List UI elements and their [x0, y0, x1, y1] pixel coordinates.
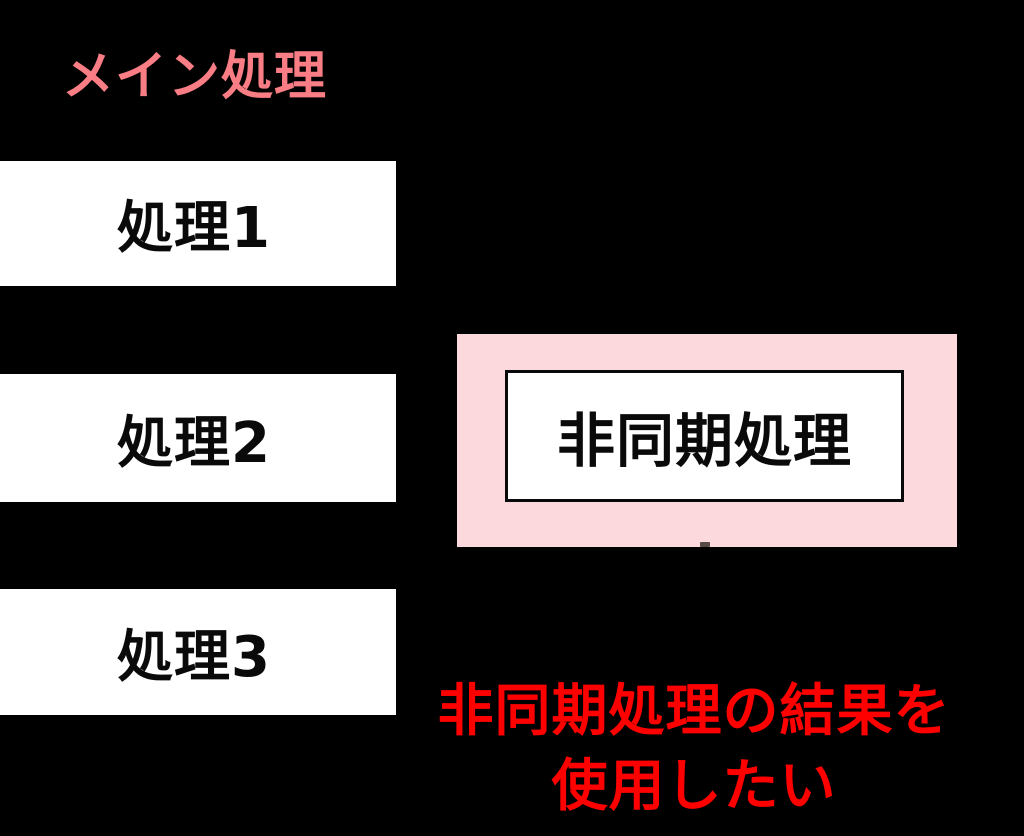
process-box-3: 処理3 [0, 589, 396, 715]
annotation-line-2: 使用したい [551, 754, 837, 819]
async-highlight-panel: 非同期処理 [457, 334, 957, 547]
process-label-3: 処理3 [117, 624, 271, 690]
async-process-box: 非同期処理 [505, 370, 904, 502]
main-flow-title: メイン処理 [62, 47, 328, 107]
process-box-1: 処理1 [0, 161, 396, 286]
annotation-line-1: 非同期処理の結果を [437, 679, 951, 744]
process-box-2: 処理2 [0, 374, 396, 502]
async-process-label: 非同期処理 [556, 407, 852, 475]
process-label-2: 処理2 [117, 410, 271, 476]
annotation-text: 非同期処理の結果を 使用したい [384, 674, 1004, 824]
process-label-1: 処理1 [117, 196, 271, 261]
stray-artifact-mark [700, 542, 710, 547]
